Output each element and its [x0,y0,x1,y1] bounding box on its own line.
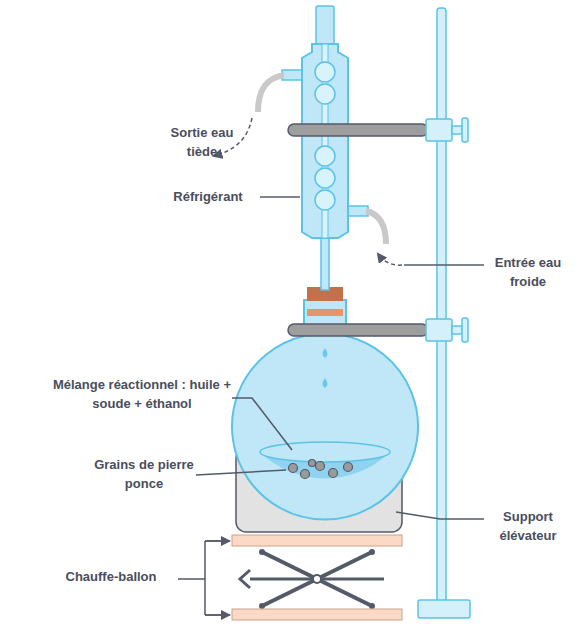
outlet-hose [258,75,284,112]
inlet-hose [366,211,386,244]
heater-label: Chauffe-ballon [44,568,178,587]
stand [418,8,470,618]
inlet-label: Entrée eau froide [485,254,571,292]
condenser [282,6,368,290]
condenser-label: Réfrigérant [158,188,258,207]
stopper-band [307,309,343,316]
mixture-label: Mélange réactionnel : huile + soude + ét… [52,376,232,414]
clamps [288,118,468,342]
lab-jack [232,535,402,620]
outlet-label: Sortie eau tiède [160,124,244,162]
lift-label: Support élévateur [486,508,570,546]
pumice-label: Grains de pierre ponce [92,456,196,494]
